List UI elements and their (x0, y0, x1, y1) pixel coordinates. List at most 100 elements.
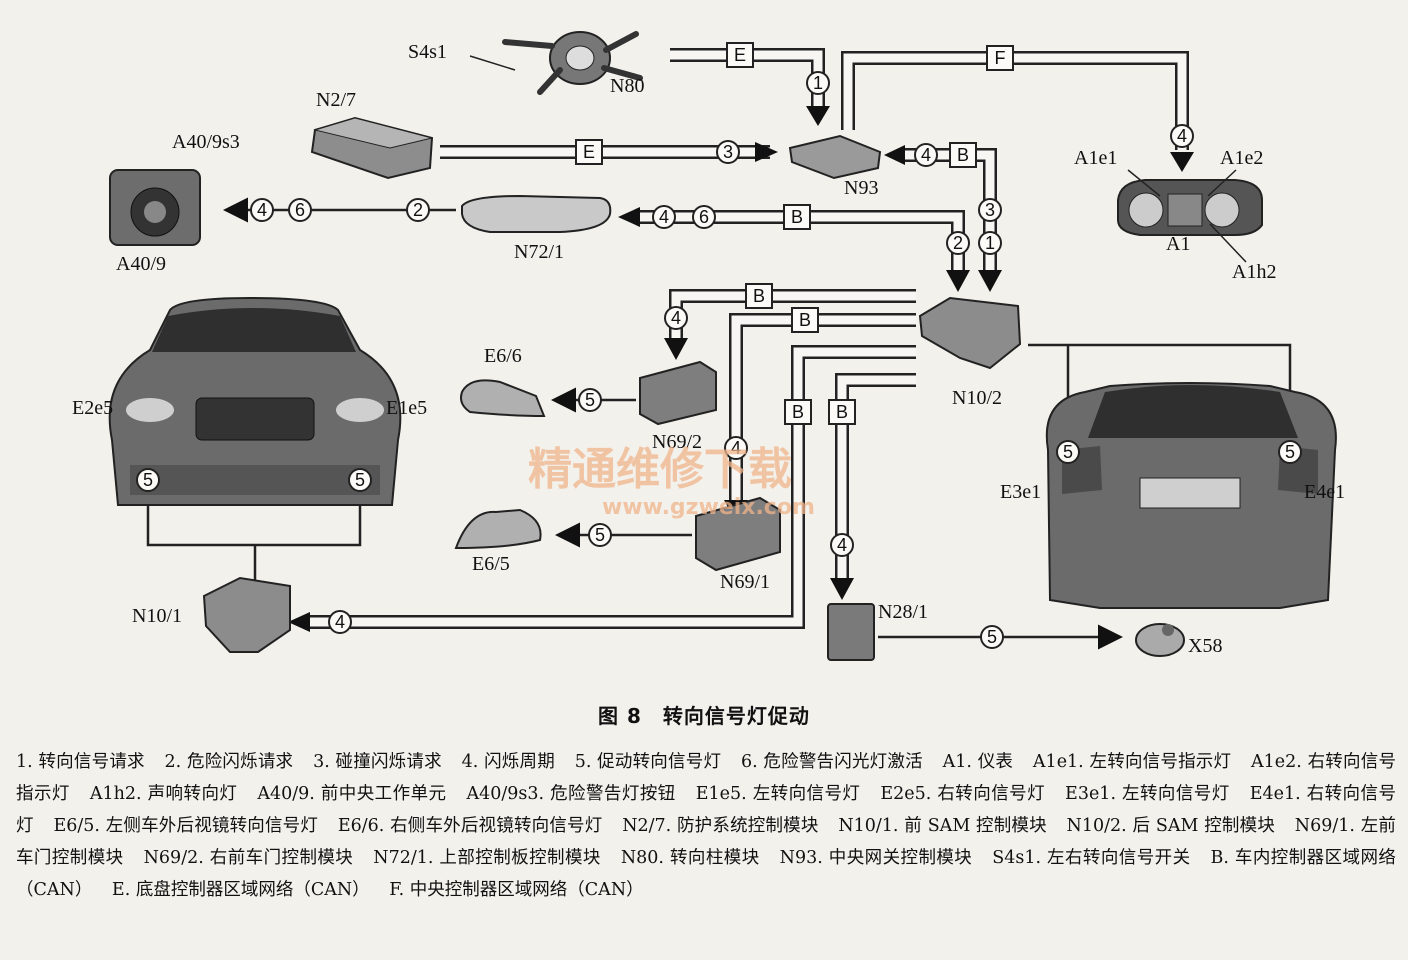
legend-item: S4s1. 左右转向信号开关 (992, 848, 1191, 868)
legend-item: N72/1. 上部控制板控制模块 (373, 848, 601, 868)
label-a40-9: A40/9 (116, 253, 166, 275)
step-number: 1 (985, 233, 995, 253)
front-car (108, 296, 402, 506)
legend-item: A1h2. 声响转向灯 (89, 784, 238, 804)
step-number: 4 (335, 612, 345, 632)
e6-5-mirror (454, 508, 542, 550)
legend-item: N93. 中央网关控制模块 (779, 848, 973, 868)
step-number: 4 (659, 207, 669, 227)
label-n69-2: N69/2 (652, 431, 702, 453)
step-number: 4 (257, 200, 267, 220)
label-a1e1: A1e1 (1074, 147, 1117, 169)
label-n28-1: N28/1 (878, 601, 928, 623)
legend-item: E1e5. 左转向信号灯 (695, 784, 861, 804)
step-number: 5 (585, 390, 595, 410)
label-n80: N80 (610, 75, 644, 97)
label-e6-5: E6/5 (472, 553, 510, 575)
rear-car (1045, 382, 1337, 609)
component-labels: S4s1 N80 N2/7 A40/9s3 A40/9 N93 N72/1 A1… (72, 41, 1345, 657)
bus-label: E (583, 142, 595, 162)
legend-item: N80. 转向柱模块 (620, 848, 760, 868)
bus-letter-boxes: E F E B B B B B B (575, 42, 1014, 425)
n28-1-module (827, 603, 875, 661)
x58-trailer-socket (1135, 623, 1185, 657)
label-a1e2: A1e2 (1220, 147, 1263, 169)
legend-item: N69/1. 左前车门控制模块 (16, 816, 1396, 868)
label-e6-6: E6/6 (484, 345, 522, 367)
bus-label: F (995, 48, 1006, 68)
legend-item: 2. 危险闪烁请求 (164, 752, 294, 772)
bus-label: B (957, 145, 969, 165)
label-n10-1: N10/1 (132, 605, 182, 627)
step-number: 5 (1063, 442, 1073, 462)
legend-item: E4e1. 右转向信号灯 (16, 784, 1396, 836)
legend-item: A1e1. 左转向信号指示灯 (1032, 752, 1232, 772)
step-number: 2 (953, 233, 963, 253)
legend-item: E3e1. 左转向信号灯 (1065, 784, 1230, 804)
step-number: 5 (143, 470, 153, 490)
label-x58: X58 (1188, 635, 1222, 657)
label-a40-9s3: A40/9s3 (172, 131, 240, 153)
step-number: 2 (413, 200, 423, 220)
numbered-circles: 1 4 3 4 3 2 1 4 6 4 6 2 4 5 4 5 4 4 5 5 … (136, 71, 1302, 649)
figure-caption: 图 8 转向信号灯促动 (598, 704, 810, 728)
e6-6-mirror (460, 379, 546, 418)
bus-label: B (836, 402, 848, 422)
label-e3e1: E3e1 (1000, 481, 1041, 503)
label-n27: N2/7 (316, 89, 356, 111)
bus-label: B (799, 310, 811, 330)
step-number: 4 (671, 308, 681, 328)
legend-item: F. 中央控制器区域网络（CAN） (389, 880, 644, 900)
bus-label: E (734, 45, 746, 65)
bus-label: B (791, 207, 803, 227)
n10-2-rear-sam (918, 296, 1022, 370)
label-n69-1: N69/1 (720, 571, 770, 593)
legend-item: A40/9. 前中央工作单元 (257, 784, 447, 804)
legend-item: N10/2. 后 SAM 控制模块 (1066, 816, 1276, 836)
step-number: 4 (1177, 126, 1187, 146)
legend-item: N69/2. 右前车门控制模块 (143, 848, 354, 868)
label-n72-1: N72/1 (514, 241, 564, 263)
label-s4s1: S4s1 (408, 41, 447, 63)
legend-item: 4. 闪烁周期 (461, 752, 555, 772)
step-number: 4 (837, 535, 847, 555)
watermark: 精通维修下载 www.gzweix.com (528, 444, 815, 520)
step-number: 6 (699, 207, 709, 227)
n93-gateway (788, 134, 882, 180)
step-number: 4 (921, 145, 931, 165)
step-number: 6 (295, 200, 305, 220)
legend-item: E. 底盘控制器区域网络（CAN） (111, 880, 370, 900)
step-number: 5 (987, 627, 997, 647)
label-e4e1: E4e1 (1304, 481, 1345, 503)
step-number: 5 (1285, 442, 1295, 462)
label-a1: A1 (1166, 233, 1190, 255)
n27-module (310, 116, 434, 180)
n80-steering-column (469, 31, 643, 95)
step-number: 5 (355, 470, 365, 490)
step-number: 3 (723, 142, 733, 162)
legend-item: 5. 促动转向信号灯 (574, 752, 722, 772)
step-number: 5 (595, 525, 605, 545)
label-e2e5: E2e5 (72, 397, 113, 419)
legend-item: E6/5. 左侧车外后视镜转向信号灯 (53, 816, 319, 836)
n69-2-door-module (639, 360, 717, 426)
legend-item: E6/6. 右侧车外后视镜转向信号灯 (337, 816, 603, 836)
legend-item: N10/1. 前 SAM 控制模块 (838, 816, 1047, 836)
legend-item: A1. 仪表 (942, 752, 1014, 772)
legend-item: A40/9s3. 危险警告灯按钮 (466, 784, 676, 804)
n10-1-front-sam (202, 576, 291, 653)
legend-item: B. 车内控制器区域网络（CAN） (16, 848, 1396, 900)
turn-signal-diagram: E F E B B B B B B 1 4 3 4 3 2 1 4 6 4 6 … (72, 31, 1345, 661)
legend-item: E2e5. 右转向信号灯 (880, 784, 1046, 804)
label-n93: N93 (844, 177, 878, 199)
watermark-text: 精通维修下载 (528, 444, 792, 495)
label-n10-2: N10/2 (952, 387, 1002, 409)
step-number: 1 (813, 73, 823, 93)
watermark-url: www.gzweix.com (602, 495, 815, 520)
label-a1h2: A1h2 (1232, 261, 1276, 283)
n72-1-overhead (461, 194, 612, 233)
bus-label: B (792, 402, 804, 422)
legend-item: 6. 危险警告闪光灯激活 (740, 752, 923, 772)
legend: 1. 转向信号请求 2. 危险闪烁请求 3. 碰撞闪烁请求 4. 闪烁周期 5.… (16, 746, 1396, 906)
a1-instrument-cluster (1117, 169, 1263, 263)
